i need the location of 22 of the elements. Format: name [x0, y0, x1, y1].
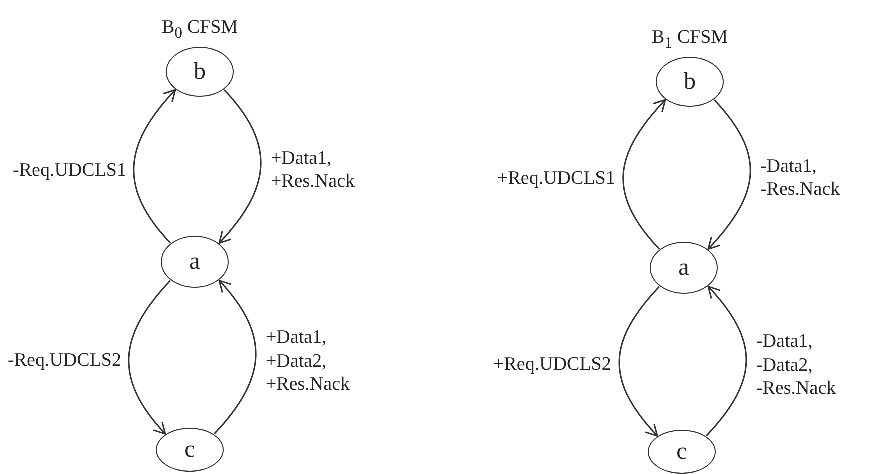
- state-circle: [650, 242, 718, 294]
- state-label: a: [190, 250, 200, 274]
- transition-arrow: [128, 280, 172, 435]
- state-circle: [656, 57, 724, 107]
- transition-arrow: [706, 286, 748, 437]
- state-label: c: [184, 438, 196, 462]
- state-circle: [161, 236, 229, 288]
- state-circle: [166, 47, 234, 97]
- transition-arrow: [708, 100, 752, 250]
- state-label: b: [684, 70, 696, 94]
- transition-arrow: [618, 286, 660, 437]
- state-circle: [648, 430, 716, 474]
- state-label: a: [678, 256, 690, 280]
- state-label: b: [194, 60, 206, 84]
- transition-arrow: [218, 90, 262, 244]
- transition-arrow: [622, 99, 666, 250]
- transition-arrow: [214, 280, 257, 435]
- state-label: c: [676, 440, 688, 464]
- transition-arrow: [133, 89, 176, 244]
- state-circle: [156, 428, 224, 472]
- machine-caption: B$_{0}$ CFSM: [162, 17, 238, 43]
- machine-caption: B$_{1}$ CFSM: [652, 27, 728, 53]
